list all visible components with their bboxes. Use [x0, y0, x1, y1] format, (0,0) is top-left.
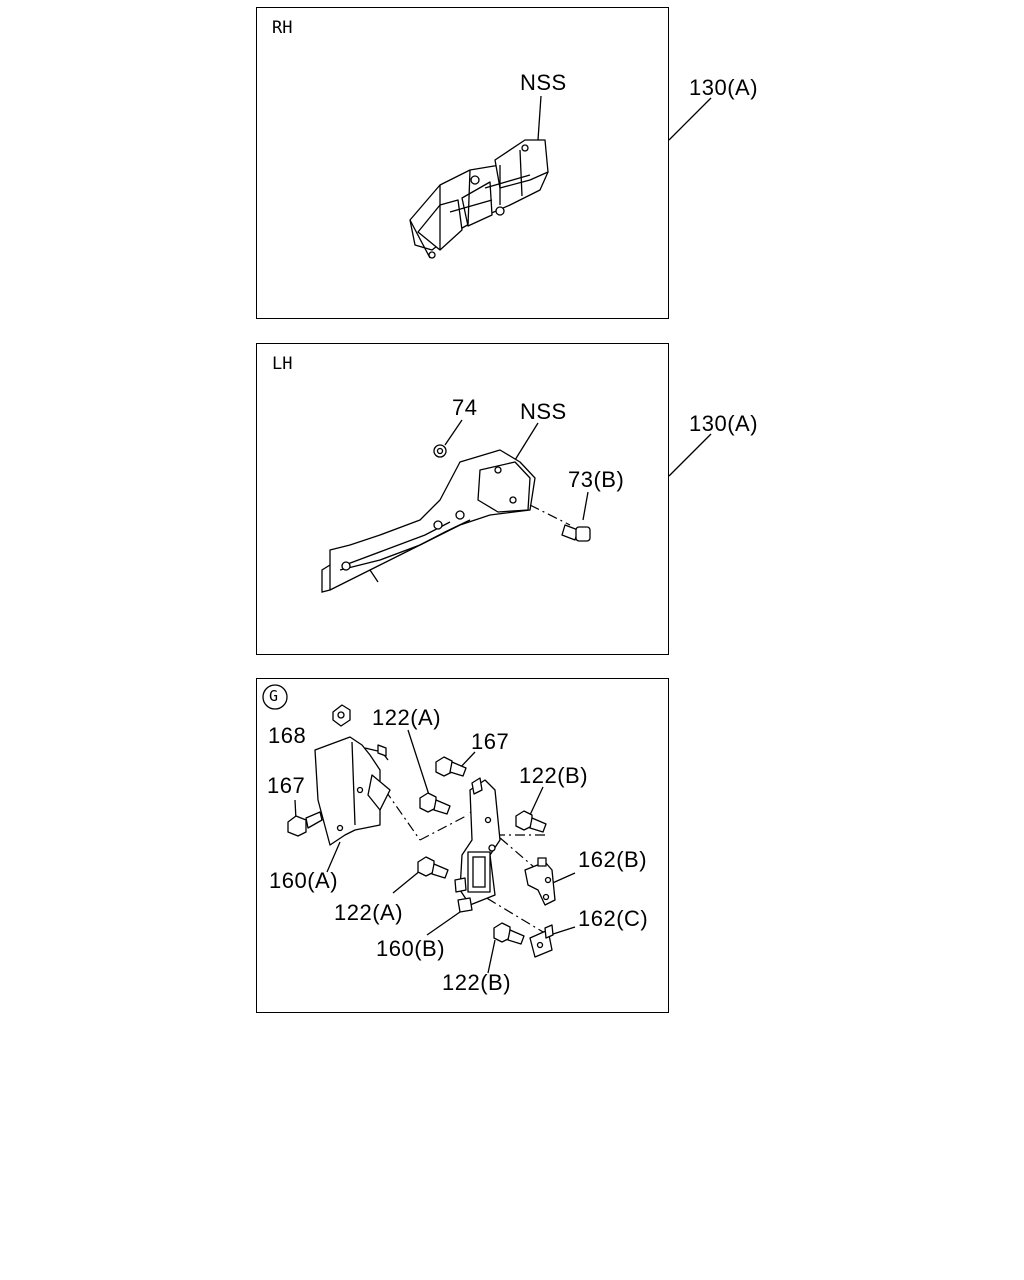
g-160b-label: 160(B)	[376, 936, 446, 961]
circled-g-marker	[262, 684, 288, 710]
bolt-122a-top	[419, 792, 451, 815]
part-162c	[529, 924, 554, 958]
part-160b	[454, 777, 501, 913]
g-162c-label: 162(C)	[578, 906, 649, 931]
lh-bracket-part	[321, 444, 591, 593]
lh-74-label: 74	[452, 395, 478, 420]
panel-rh-tag: RH	[272, 18, 293, 38]
lh-130a-label: 130(A)	[689, 411, 759, 436]
bolt-122b-right	[515, 810, 547, 833]
panel-lh-tag: LH	[272, 354, 293, 374]
bolt-122a-low	[417, 856, 449, 879]
g-122a-top-label: 122(A)	[372, 705, 442, 730]
panel-g	[256, 678, 669, 1013]
g-167-left-label: 167	[267, 773, 306, 798]
bolt-167-mid	[435, 756, 467, 777]
g-122b-bottom-label: 122(B)	[442, 970, 512, 995]
bolt-122b-bottom	[493, 922, 525, 945]
g-162b-label: 162(B)	[578, 847, 648, 872]
g-168-label: 168	[268, 723, 307, 748]
bolt-167-left	[287, 811, 323, 837]
lh-nss-label: NSS	[520, 399, 567, 424]
panel-rh	[256, 7, 669, 319]
rh-bracket-part	[409, 139, 549, 259]
rh-130a-label: 130(A)	[689, 75, 759, 100]
g-122a-low-label: 122(A)	[334, 900, 404, 925]
part-160a	[314, 736, 391, 846]
lh-bolt-73b	[561, 524, 591, 542]
nut-168	[332, 704, 351, 727]
rh-nss-label: NSS	[520, 70, 567, 95]
lh-73b-label: 73(B)	[568, 467, 625, 492]
g-167-mid-label: 167	[471, 729, 510, 754]
g-160a-label: 160(A)	[269, 868, 339, 893]
part-162b	[524, 857, 556, 906]
g-122b-right-label: 122(B)	[519, 763, 589, 788]
circled-g-letter: G	[269, 687, 279, 705]
